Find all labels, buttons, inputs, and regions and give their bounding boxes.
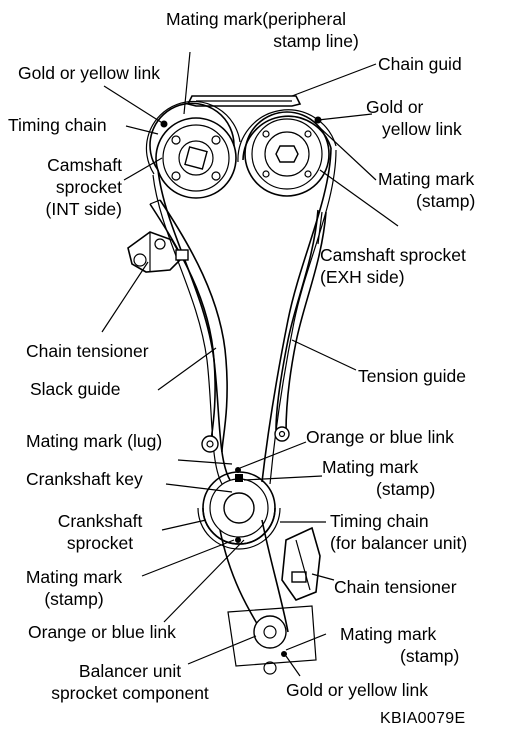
- label-balancer-unit-sprocket: Balancer unit sprocket component: [30, 660, 230, 704]
- label-line: (for balancer unit): [330, 533, 468, 553]
- label-orange-blue-link-lower: Orange or blue link: [28, 622, 176, 642]
- label-gold-yellow-link-top-right: Gold or yellow link: [366, 96, 462, 140]
- label-mating-mark-stamp-crank: Mating mark (stamp): [322, 456, 435, 500]
- crankshaft-sprocket: [197, 471, 281, 550]
- camshaft-sprocket-int: [145, 100, 241, 199]
- label-line: Gold or: [366, 97, 424, 117]
- label-gold-yellow-link-top-left: Gold or yellow link: [18, 63, 160, 83]
- label-line: stamp line): [273, 31, 359, 51]
- label-chain-tensioner-lower: Chain tensioner: [334, 577, 457, 597]
- label-line: Crankshaft: [57, 511, 143, 531]
- slack-guide: [149, 199, 228, 453]
- label-line: sprocket: [55, 177, 122, 197]
- label-line: Camshaft sprocket: [320, 245, 466, 265]
- label-line: Mating mark: [378, 169, 475, 189]
- label-line: (stamp): [376, 479, 436, 499]
- label-line: (EXH side): [320, 267, 405, 287]
- label-line: Mating mark: [340, 624, 437, 644]
- label-mating-mark-stamp-lower-left: Mating mark (stamp): [14, 566, 134, 610]
- label-line: yellow link: [382, 119, 462, 139]
- label-mating-mark-stamp-cam: Mating mark (stamp): [378, 168, 475, 212]
- label-line: Mating mark: [322, 457, 419, 477]
- label-slack-guide: Slack guide: [30, 379, 121, 399]
- label-mating-mark-peripheral: Mating mark(peripheral stamp line): [138, 8, 374, 52]
- label-camshaft-sprocket-int: Camshaft sprocket (INT side): [10, 154, 123, 220]
- tension-guide: [274, 209, 327, 442]
- label-line: (stamp): [400, 646, 460, 666]
- label-line: (INT side): [45, 199, 123, 219]
- label-crankshaft-sprocket: Crankshaft sprocket: [40, 510, 160, 554]
- figure-code: KBIA0079E: [380, 710, 466, 727]
- label-mating-mark-stamp-balancer: Mating mark (stamp): [340, 623, 459, 667]
- label-line: Balancer unit: [78, 661, 182, 681]
- label-line: (stamp): [44, 589, 104, 609]
- label-timing-chain-balancer: Timing chain (for balancer unit): [330, 510, 467, 554]
- label-mating-mark-lug: Mating mark (lug): [26, 431, 163, 451]
- label-crankshaft-key: Crankshaft key: [26, 469, 143, 489]
- label-line: (stamp): [416, 191, 476, 211]
- label-line: Camshaft: [47, 155, 122, 175]
- chain-guide: [186, 95, 302, 107]
- label-gold-yellow-link-bottom: Gold or yellow link: [286, 680, 428, 700]
- label-camshaft-sprocket-exh: Camshaft sprocket (EXH side): [320, 244, 466, 288]
- label-timing-chain: Timing chain: [8, 115, 107, 135]
- label-line: Timing chain: [330, 511, 429, 531]
- label-chain-guide: Chain guid: [378, 54, 462, 74]
- label-line: sprocket component: [51, 683, 209, 703]
- camshaft-sprocket-exh: [237, 109, 337, 197]
- leader-lines: [101, 51, 399, 677]
- chain-tensioner-upper: [127, 231, 189, 273]
- label-line: sprocket: [66, 533, 134, 553]
- label-orange-blue-link-upper: Orange or blue link: [306, 427, 454, 447]
- label-chain-tensioner-upper: Chain tensioner: [26, 341, 149, 361]
- label-tension-guide: Tension guide: [358, 366, 466, 386]
- chain-tensioner-lower: [281, 526, 321, 601]
- link-marks: [160, 116, 322, 657]
- balancer-unit-chain: [219, 519, 317, 675]
- label-line: Mating mark(peripheral: [166, 9, 346, 29]
- label-line: Mating mark: [25, 567, 123, 587]
